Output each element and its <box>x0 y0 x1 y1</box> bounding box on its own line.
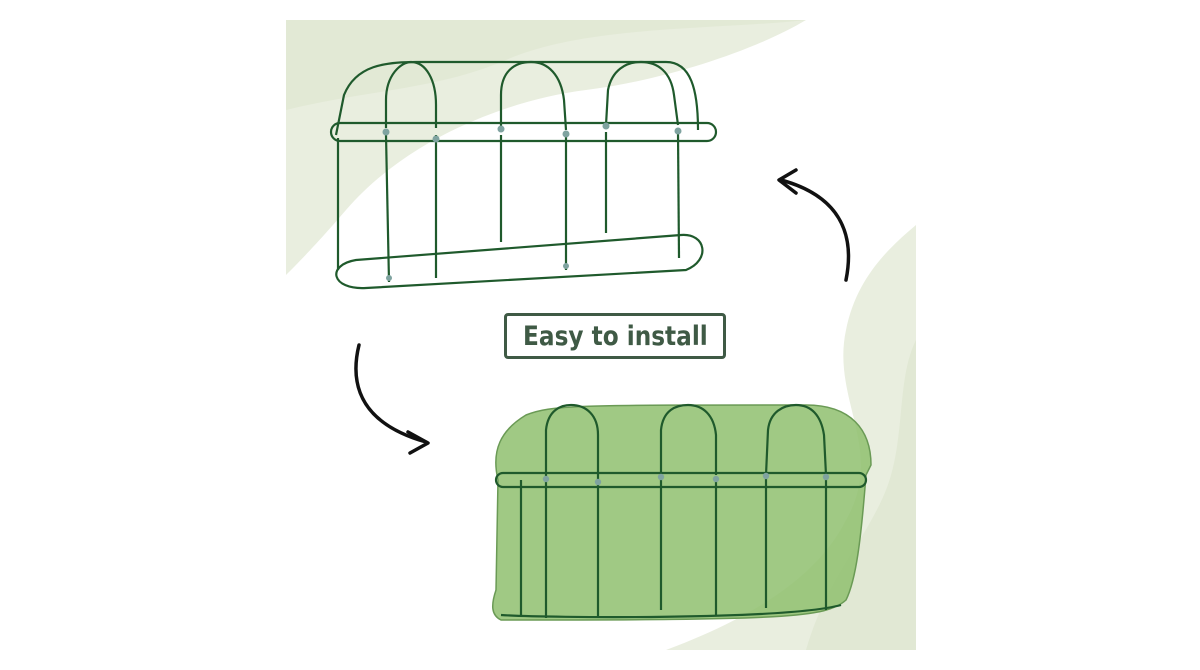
easy-install-badge: Easy to install <box>504 313 726 359</box>
background-shape-bottom-right-light <box>806 340 916 650</box>
badge-label: Easy to install <box>522 320 708 352</box>
background-shape-top-left-light <box>286 20 806 110</box>
product-illustration <box>286 20 916 650</box>
product-image: Easy to install <box>286 20 916 650</box>
cover-mesh <box>492 405 871 620</box>
arrow-down-icon <box>354 343 430 455</box>
arrow-up-icon <box>777 168 851 282</box>
bare-frame <box>329 60 718 290</box>
covered-frame <box>491 403 872 621</box>
